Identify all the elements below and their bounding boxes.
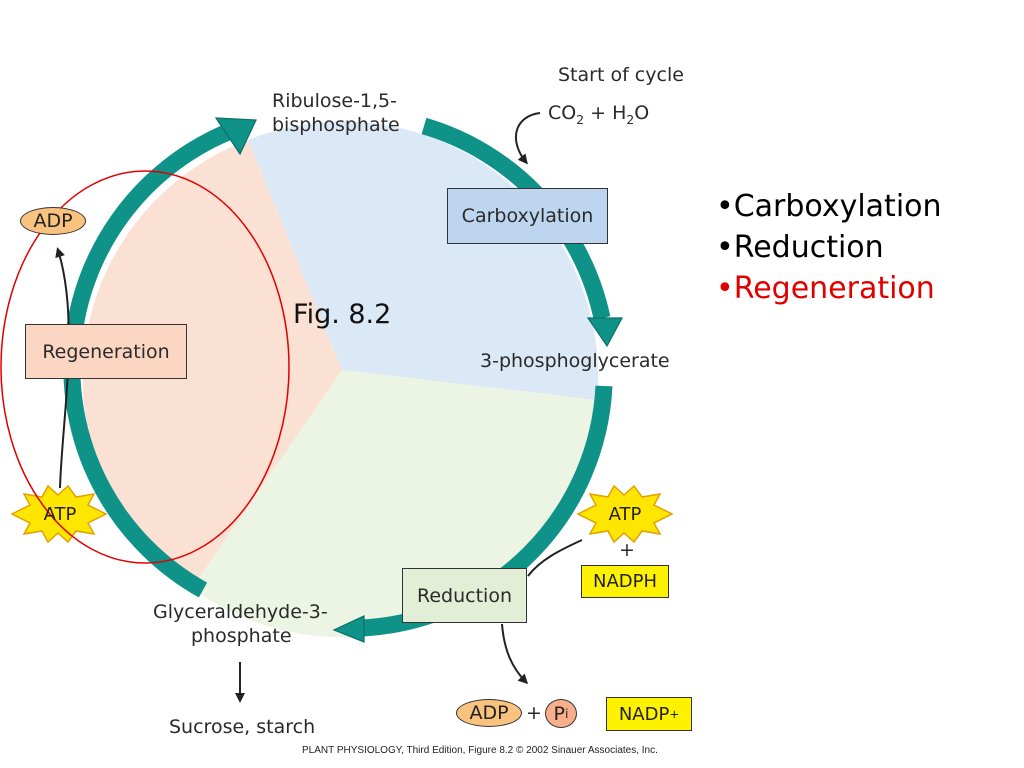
arrowhead-g3p	[332, 615, 365, 643]
phase-bullet-list: •Carboxylation •Reduction •Regeneration	[716, 186, 942, 309]
figure-label: Fig. 8.2	[293, 299, 392, 330]
sector-regeneration	[82, 140, 342, 588]
atp-star-left	[10, 484, 108, 544]
rubp-label-line1: Ribulose-1,5-	[272, 90, 398, 112]
reduction-box: Reduction	[402, 568, 527, 623]
plus-h-text: + H	[584, 102, 627, 124]
arrow-reduction-inputs	[527, 539, 583, 577]
co2-water-label: CO2 + H2O	[548, 102, 649, 132]
pga-label: 3-phosphoglycerate	[480, 350, 670, 372]
bullet-regeneration: •Regeneration	[716, 271, 935, 306]
credit-rest: , Third Edition, Figure 8.2 © 2002 Sinau…	[401, 745, 658, 756]
co2-subscript: 2	[576, 112, 585, 127]
regeneration-highlight-ellipse	[0, 170, 290, 564]
bullet-reduction: •Reduction	[716, 230, 884, 265]
nadp-superscript: +	[669, 707, 680, 721]
arrowhead-rubp	[214, 117, 257, 156]
sucrose-starch-label: Sucrose, starch	[169, 716, 316, 738]
pi-subscript: i	[565, 706, 569, 721]
adp-oval-top: ADP	[20, 207, 86, 235]
arrowhead-pga	[586, 317, 624, 348]
bullet-carboxylation: •Carboxylation	[716, 189, 942, 224]
plus-sign-bottom: +	[526, 702, 542, 724]
rubp-label-line2: bisphosphate	[272, 114, 400, 136]
o-text: O	[634, 102, 650, 124]
h2-subscript: 2	[626, 112, 635, 127]
atp-star-right	[576, 484, 674, 544]
arrow-reduction-outputs	[501, 623, 529, 685]
adp-oval-bottom: ADP	[456, 699, 522, 727]
g3p-label-line1: Glyceraldehyde-3-	[153, 601, 328, 623]
start-of-cycle-label: Start of cycle	[558, 64, 684, 86]
atp-label-right: ATP	[608, 503, 642, 525]
arrow-co2-input	[515, 112, 541, 165]
plus-sign-right: +	[619, 539, 635, 561]
carboxylation-box: Carboxylation	[447, 188, 608, 244]
nadp-plus-box: NADP+	[606, 697, 692, 731]
g3p-label-line2: phosphate	[191, 625, 292, 647]
source-credit: PLANT PHYSIOLOGY, Third Edition, Figure …	[302, 745, 658, 756]
nadp-base: NADP	[618, 703, 670, 725]
nadph-box: NADPH	[581, 565, 669, 598]
atp-label-left: ATP	[43, 503, 77, 525]
co2-text: CO	[548, 102, 577, 124]
pi-base: P	[553, 702, 566, 725]
credit-book-title: PLANT PHYSIOLOGY	[302, 745, 402, 756]
regeneration-box: Regeneration	[25, 324, 187, 379]
